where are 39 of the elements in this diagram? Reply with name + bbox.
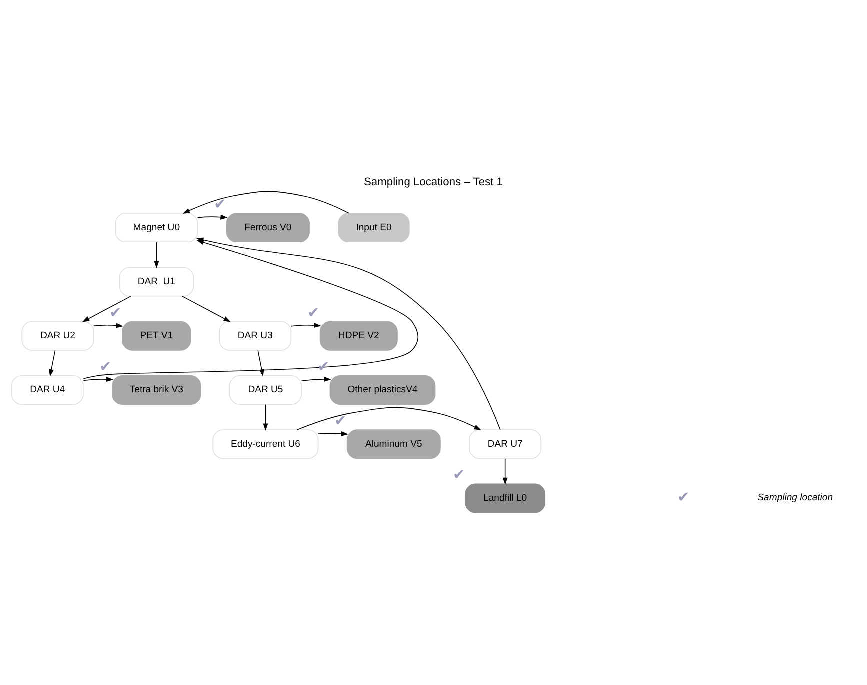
node-label: ✔ xyxy=(100,358,112,375)
arrow xyxy=(296,406,482,430)
arrow xyxy=(49,350,56,376)
node-label: ✔ xyxy=(214,196,226,213)
node-box: DAR U2 xyxy=(22,320,94,350)
node-label: ✔ xyxy=(110,304,122,321)
node-box: DAR U3 xyxy=(219,320,292,350)
diagram-title: Sampling Locations – Test 1 xyxy=(364,176,503,188)
node-box: Input E0 xyxy=(338,212,410,242)
arrow xyxy=(290,322,322,328)
node-box: DAR U1 xyxy=(119,266,194,296)
node-box: Magnet U0 xyxy=(115,212,198,242)
node-box: Other plasticsV4 xyxy=(330,375,436,404)
node-box: Eddy-current U6 xyxy=(212,429,319,459)
node-label: ✔ xyxy=(334,413,347,430)
label: ✔ xyxy=(678,489,690,506)
node-box: DAR U4 xyxy=(11,375,84,404)
node-box: Ferrous V0 xyxy=(226,212,310,242)
node-box: DAR U7 xyxy=(469,429,542,459)
node-box: Landfill L0 xyxy=(465,483,546,513)
arrow xyxy=(182,296,231,322)
arrow xyxy=(93,322,124,328)
legend-label: Sampling location xyxy=(758,492,834,504)
arrow xyxy=(197,214,228,220)
node-label: ✔ xyxy=(308,304,320,321)
node-box: PET V1 xyxy=(122,320,192,350)
node-box: Tetra brik V3 xyxy=(112,375,202,404)
arrow xyxy=(154,242,160,268)
arrow xyxy=(263,404,268,430)
arrow xyxy=(182,190,350,214)
node-label: ✔ xyxy=(452,467,465,484)
node-box: DAR U5 xyxy=(230,375,302,404)
arrow xyxy=(502,458,508,484)
arrow xyxy=(82,296,132,322)
node-box: Aluminum V5 xyxy=(346,429,441,459)
arrow xyxy=(83,376,114,382)
node-box: HDPE V2 xyxy=(320,320,398,350)
arrow xyxy=(301,376,332,382)
arrow xyxy=(318,430,348,436)
